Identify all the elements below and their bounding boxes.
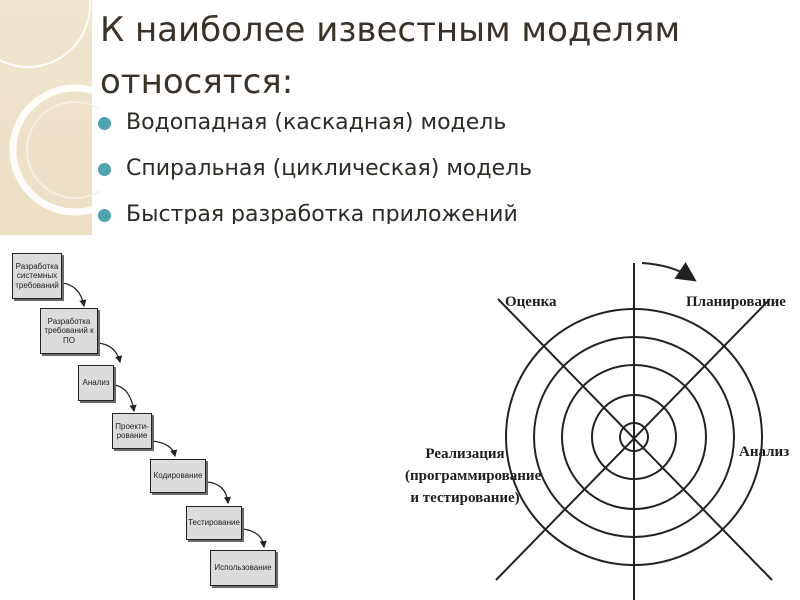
spiral-rings: [495, 262, 773, 600]
waterfall-stage: Проекти-рование: [112, 413, 152, 449]
waterfall-stage: Использование: [210, 550, 276, 586]
waterfall-stage: Разработка требований к ПО: [40, 308, 98, 354]
bullet-text: Спиральная (циклическая) модель: [126, 156, 533, 181]
bullet-text: Быстрая разработка приложений: [126, 202, 518, 224]
waterfall-arrows: [61, 282, 267, 549]
spiral-label-implementation: Реализация (программирование и тестирова…: [405, 443, 542, 509]
waterfall-stage: Тестирование: [186, 506, 242, 540]
waterfall-stage: Разработка системных требований: [12, 253, 62, 299]
spiral-label-evaluation: Оценка: [505, 294, 557, 310]
bullet-item: Спиральная (циклическая) модель: [98, 146, 532, 192]
bullet-dot-icon: [98, 163, 111, 176]
waterfall-stage: Кодирование: [150, 459, 206, 493]
decorative-rings: [0, 0, 100, 216]
implementation-line: (программирование: [405, 468, 542, 484]
bullet-item: Водопадная (каскадная) модель: [98, 100, 532, 146]
bullet-text: Водопадная (каскадная) модель: [126, 110, 507, 135]
implementation-line: и тестирование): [410, 490, 520, 506]
bullet-list: Водопадная (каскадная) модель Спиральная…: [98, 100, 532, 224]
spiral-label-planning: Планирование: [686, 294, 786, 310]
implementation-line: Реализация: [425, 446, 505, 462]
bullet-dot-icon: [98, 209, 111, 222]
bullet-dot-icon: [98, 117, 111, 130]
slide-title: К наиболее известным моделям относятся:: [100, 10, 681, 102]
bullet-item: Быстрая разработка приложений: [98, 192, 532, 224]
waterfall-stage: Анализ: [78, 365, 114, 401]
spiral-label-analysis: Анализ: [739, 444, 790, 460]
diagram-area: Разработка системных требований Разработ…: [0, 235, 800, 600]
decorative-band: [0, 0, 92, 235]
